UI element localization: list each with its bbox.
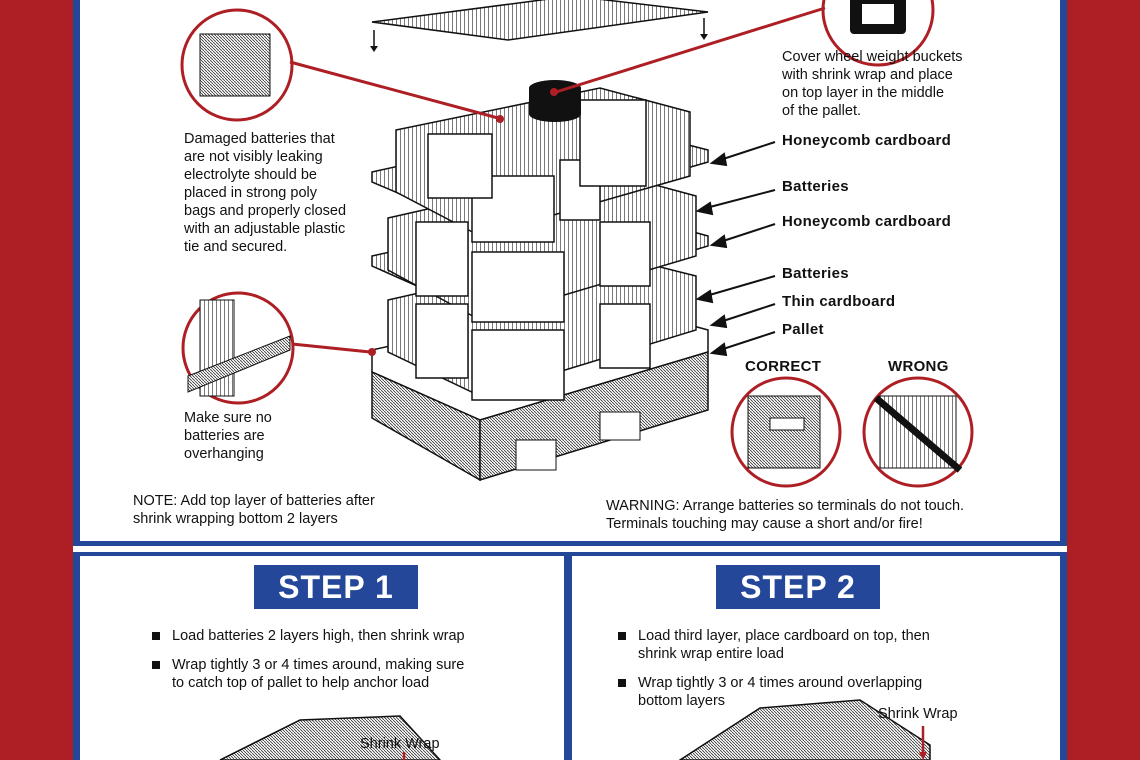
wrong-terminals-image bbox=[862, 376, 974, 488]
layer-arrows bbox=[695, 141, 776, 357]
layer-label-honeycomb-mid: Honeycomb cardboard bbox=[782, 213, 952, 230]
step2-wrapped-pallet bbox=[678, 699, 931, 760]
top-cardboard-sheet bbox=[370, 0, 709, 52]
warning-note: WARNING: Arrange batteries so terminals … bbox=[606, 498, 965, 532]
bucket-note: Cover wheel weight buckets with shrink w… bbox=[782, 49, 963, 119]
layer-label-honeycomb-top: Honeycomb cardboard bbox=[782, 132, 952, 149]
top-layer-note: NOTE: Add top layer of batteries after s… bbox=[133, 493, 375, 527]
correct-label: CORRECT bbox=[745, 358, 822, 375]
layer-label-batteries-top: Batteries bbox=[782, 178, 849, 195]
step2-bullet-2-text: Wrap tightly 3 or 4 times around overlap… bbox=[638, 675, 923, 709]
step1-bullet-2: Wrap tightly 3 or 4 times around, making… bbox=[152, 656, 465, 692]
step2-bullet-1-text: Load third layer, place cardboard on top… bbox=[638, 628, 930, 662]
layer-label-pallet: Pallet bbox=[782, 321, 824, 338]
step1-wrapped-pallet bbox=[219, 715, 442, 760]
step2-shrink-wrap-label: Shrink Wrap bbox=[878, 706, 958, 722]
layer-label-thin-cardboard: Thin cardboard bbox=[782, 293, 896, 310]
bag-callout-circle bbox=[180, 8, 504, 123]
step1-bullet-1: Load batteries 2 layers high, then shrin… bbox=[152, 627, 465, 645]
step1-shrink-wrap-label: Shrink Wrap bbox=[360, 736, 440, 752]
bucket-callout-circle bbox=[550, 0, 935, 96]
divider-strip bbox=[73, 546, 1067, 552]
overhang-note: Make sure no batteries are overhanging bbox=[184, 410, 272, 462]
correct-terminals-image bbox=[730, 376, 842, 488]
step1-bullet-1-text: Load batteries 2 layers high, then shrin… bbox=[172, 628, 465, 644]
battery-stack bbox=[371, 80, 709, 482]
layer-label-batteries-bottom: Batteries bbox=[782, 265, 849, 282]
step2-bullet-2: Wrap tightly 3 or 4 times around overlap… bbox=[618, 674, 923, 710]
step1-title: STEP 1 bbox=[254, 565, 418, 609]
step2-title: STEP 2 bbox=[716, 565, 880, 609]
step2-bullet-1: Load third layer, place cardboard on top… bbox=[618, 627, 930, 663]
damaged-battery-note: Damaged batteries that are not visibly l… bbox=[184, 131, 347, 255]
wrong-label: WRONG bbox=[888, 358, 949, 375]
step1-bullet-2-text: Wrap tightly 3 or 4 times around, making… bbox=[172, 657, 465, 691]
overhang-callout-circle bbox=[181, 291, 376, 405]
